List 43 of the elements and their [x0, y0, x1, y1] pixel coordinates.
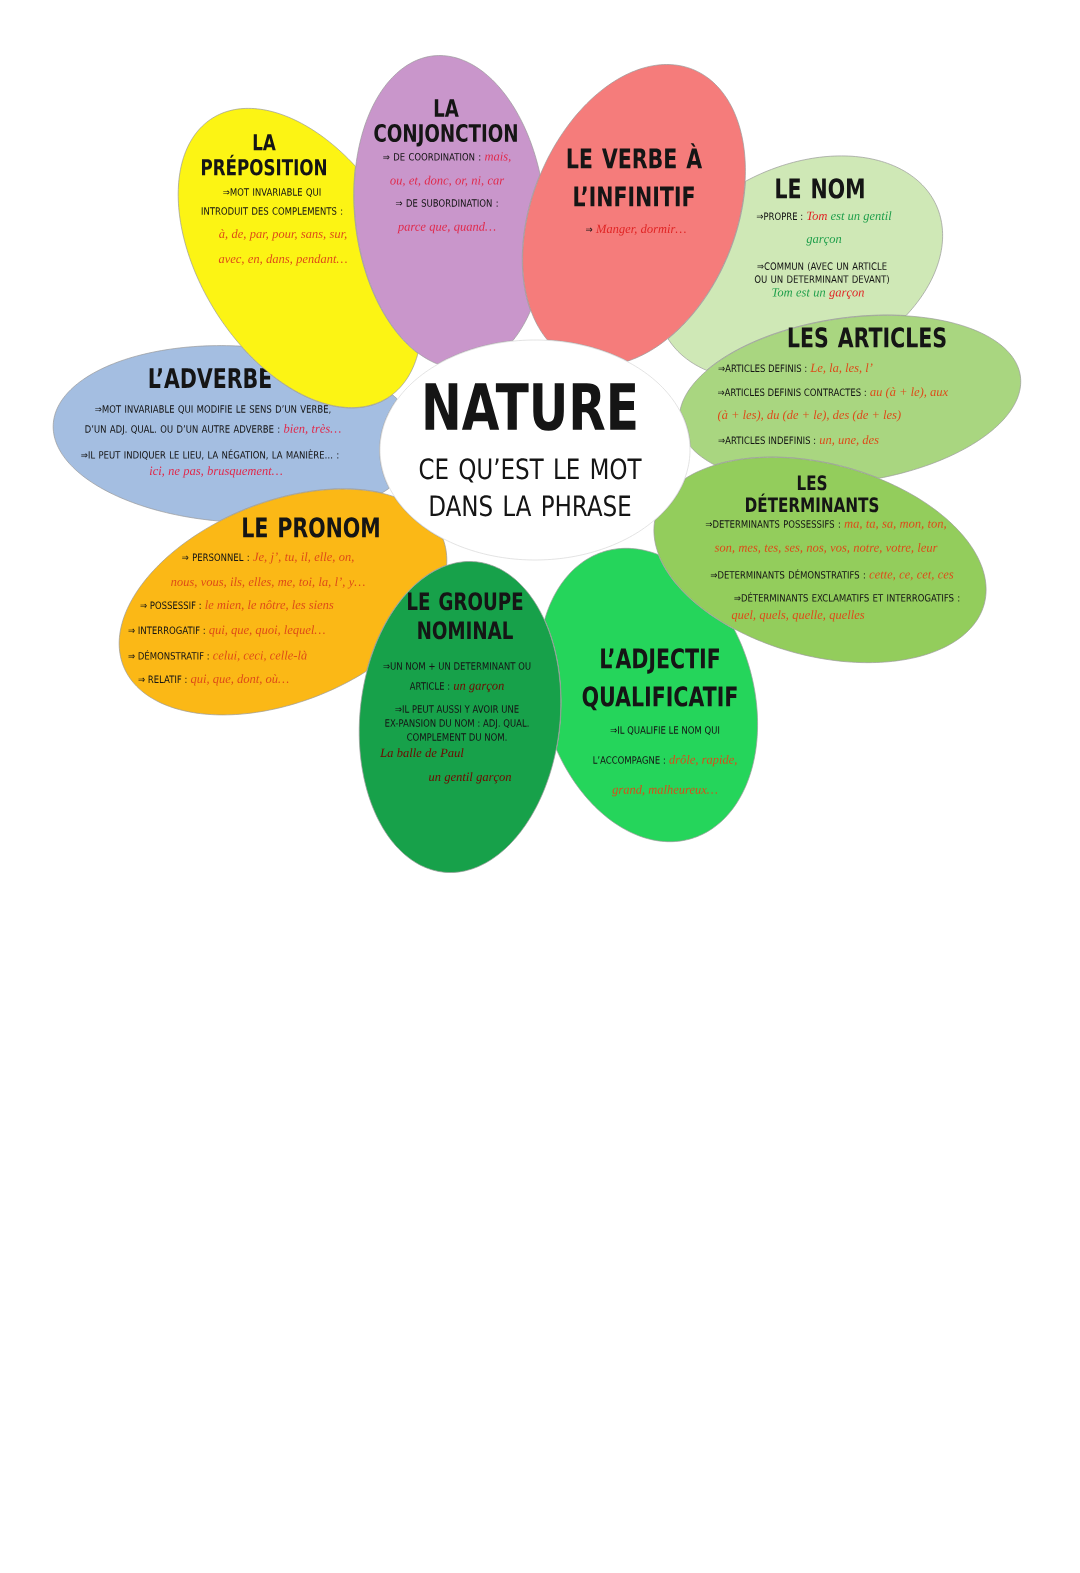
petal-heading: LE GROUPE NOMINAL [408, 592, 523, 640]
definition-text: ⇒ INTERROGATIF : qui, que, quoi, lequel… [128, 625, 325, 637]
example-text: un gentil garçon [429, 772, 511, 784]
center-heading: NATURE [425, 383, 636, 431]
example-text: à, de, par, pour, sans, sur, avec, en, dans, pendant… [218, 229, 347, 266]
petal-heading: L’ADVERBE [149, 368, 271, 388]
petal-heading: L’ADJECTIF QUALIFICATIF [582, 648, 737, 711]
petal-heading: LE VERBE À L’INFINITIF [567, 143, 703, 207]
definition-text: ⇒MOT INVARIABLE QUI MODIFIE LE SENS D’UN VERBE, D’UN ADJ. QUAL. OU D’UN AUTRE ADVERBE : bien, très… [85, 405, 341, 435]
definition-text: ⇒COMMUN (AVEC UN ARTICLE OU UN DETERMINANT DEVANT) [754, 262, 889, 285]
petal-heading: LA CONJONCTION [374, 99, 517, 147]
flower-petal [353, 55, 541, 365]
definition-text: ⇒ARTICLES INDEFINIS : un, une, des [718, 435, 879, 446]
definition-text: ⇒ POSSESSIF : le mien, le nôtre, les siens [140, 600, 334, 611]
example-text: La balle de Paul [380, 748, 464, 757]
definition-text: ⇒DÉTERMINANTS EXCLAMATIFS ET INTERROGATIFS : [734, 592, 960, 602]
definition-text: ⇒ARTICLES DEFINIS CONTRACTES : au (à + le), aux (à + les), du (de + le), des (de + les) [717, 387, 948, 422]
definition-text: ⇒UN NOM + UN DETERMINANT OU ARTICLE : un garçon [383, 662, 531, 693]
definition-text: ⇒MOT INVARIABLE QUI INTRODUIT DES COMPLEMENTS : [201, 188, 343, 215]
center-subtitle: CE QU’EST LE MOT DANS LA PHRASE [419, 458, 642, 517]
petal-heading: LES ARTICLES [788, 327, 946, 348]
petal-heading: LE PRONOM [243, 517, 379, 538]
definition-text: ⇒PROPRE : Tom est un gentil garçon [756, 211, 892, 246]
definition-text: ⇒IL QUALIFIE LE NOM QUI L’ACCOMPAGNE : drôle, rapide, grand, malheureux… [593, 726, 737, 797]
petal-heading: LE NOM [776, 178, 864, 199]
example-text: Tom est un garçon [772, 288, 864, 300]
example-text: ici, ne pas, brusquement… [149, 466, 282, 478]
definition-text: ⇒ RELATIF : qui, que, dont, où… [138, 674, 289, 686]
flower-center [379, 339, 691, 561]
definition-text: ⇒ DE COORDINATION : mais, ou, et, donc, or, ni, car [383, 152, 511, 187]
definition-text: ⇒DETERMINANTS POSSESSIFS : ma, ta, sa, mon, ton, son, mes, tes, ses, nos, vos, notre, votre, leur [705, 520, 946, 554]
definition-text: ⇒ DE SUBORDINATION : parce que, quand… [395, 199, 498, 234]
definition-text: ⇒IL PEUT INDIQUER LE LIEU, LA NÉGATION, LA MANIÈRE… : [81, 449, 339, 460]
definition-text: ⇒DETERMINANTS DÉMONSTRATIFS : cette, ce, cet, ces [710, 569, 954, 581]
petal-heading: LA PRÉPOSITION [202, 134, 326, 176]
definition-text: ⇒ARTICLES DEFINIS : Le, la, les, l’ [718, 363, 873, 374]
definition-text: ⇒ PERSONNEL : Je, j’, tu, il, elle, on, nous, vous, ils, elles, me, toi, la, l’, y… [171, 552, 365, 589]
definition-text: ⇒ Manger, dormir… [586, 224, 686, 236]
example-text: quel, quels, quelle, quelles [731, 610, 865, 622]
definition-text: ⇒ DÉMONSTRATIF : celui, ceci, celle-là [128, 650, 307, 662]
flower-petal [522, 64, 746, 362]
definition-text: ⇒IL PEUT AUSSI Y AVOIR UNE EX-PANSION DU NOM : ADJ. QUAL. COMPLEMENT DU NOM. [385, 705, 529, 741]
petal-heading: LES DÉTERMINANTS [746, 475, 879, 513]
